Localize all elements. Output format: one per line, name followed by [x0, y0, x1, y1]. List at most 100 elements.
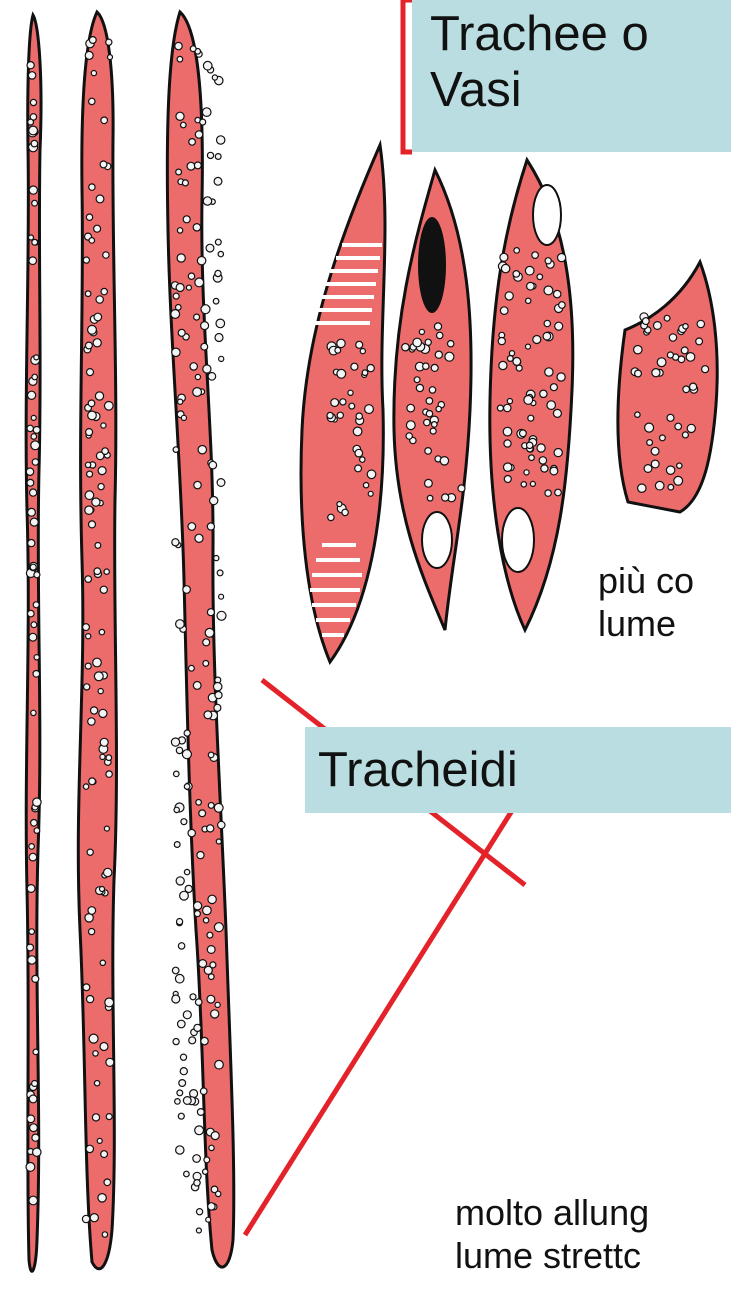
- wall-pit: [30, 518, 38, 526]
- wall-pit: [28, 540, 35, 547]
- wall-pit: [83, 257, 89, 263]
- wall-pit: [335, 347, 341, 353]
- wall-pit: [207, 152, 213, 158]
- wall-pit: [175, 1099, 181, 1105]
- wall-pit: [98, 1194, 106, 1202]
- wall-pit: [340, 399, 346, 405]
- wall-pit: [28, 610, 35, 617]
- wall-pit: [93, 1051, 98, 1056]
- wall-pit: [194, 162, 201, 169]
- wall-pit: [200, 119, 206, 125]
- wall-pit: [87, 369, 94, 376]
- wall-pit: [83, 624, 90, 631]
- wall-pit: [31, 441, 40, 450]
- label-trachee-vasi-text: Trachee o Vasi: [430, 6, 649, 118]
- wall-pit: [215, 1002, 220, 1007]
- wall-pit: [104, 1179, 111, 1186]
- wall-pit: [190, 363, 197, 370]
- wall-pit: [194, 481, 201, 488]
- wall-pit: [183, 1097, 191, 1105]
- wall-pit: [188, 523, 196, 531]
- wall-pit: [88, 718, 95, 725]
- wall-pit: [356, 413, 362, 419]
- wall-pit: [337, 339, 345, 347]
- wall-pit: [183, 1011, 191, 1019]
- wall-pit: [27, 479, 34, 486]
- wall-pit: [353, 427, 362, 436]
- wall-pit: [696, 338, 703, 345]
- wall-pit: [503, 427, 512, 436]
- wall-pit: [554, 449, 562, 457]
- wall-pit: [356, 341, 363, 348]
- wall-pit: [201, 343, 208, 350]
- wall-pit: [172, 539, 179, 546]
- wall-pit: [690, 383, 697, 390]
- wall-pit: [527, 282, 535, 290]
- wall-pit: [34, 655, 39, 660]
- wall-pit: [29, 186, 37, 194]
- wall-pit: [182, 180, 188, 186]
- wall-pit: [32, 200, 38, 206]
- wall-pit: [98, 689, 103, 694]
- perforation-plate: [502, 508, 534, 572]
- wall-pit: [445, 352, 454, 361]
- wall-pit: [194, 1024, 201, 1031]
- wall-pit: [33, 671, 40, 678]
- wall-pit: [545, 258, 551, 264]
- wall-pit: [654, 322, 662, 330]
- wall-pit: [27, 885, 35, 893]
- wall-pit: [553, 409, 561, 417]
- wall-pit: [176, 1146, 184, 1154]
- wall-pit: [86, 1145, 93, 1152]
- wall-pit: [686, 353, 695, 362]
- wall-pit: [440, 457, 448, 465]
- wall-pit: [195, 374, 200, 379]
- wall-pit: [666, 466, 674, 474]
- wall-pit: [214, 683, 222, 691]
- wall-pit: [368, 491, 373, 496]
- wall-pit: [34, 828, 40, 834]
- wall-pit: [499, 361, 507, 369]
- wall-pit: [195, 534, 203, 542]
- wall-pit: [652, 369, 660, 377]
- wall-pit: [201, 305, 210, 314]
- tracheidi-description-line-1: molto allung: [455, 1192, 649, 1234]
- wall-pit: [33, 1049, 39, 1055]
- wall-pit: [208, 1203, 215, 1210]
- wall-pit: [183, 586, 191, 594]
- wall-pit: [435, 351, 442, 358]
- wall-pit: [85, 291, 91, 297]
- perforation-plate: [422, 512, 452, 568]
- wall-pit: [432, 422, 438, 428]
- wall-pit: [29, 1095, 37, 1103]
- wall-pit: [524, 470, 529, 475]
- wall-pit: [342, 509, 348, 515]
- wall-pit: [194, 1180, 200, 1186]
- wall-pit: [554, 290, 561, 297]
- wall-pit: [216, 1191, 221, 1196]
- vasi-bracket: [403, 0, 412, 152]
- wall-pit: [215, 154, 221, 160]
- wall-pit: [180, 1054, 186, 1060]
- wall-pit: [200, 1088, 207, 1095]
- wall-pit: [171, 310, 180, 319]
- wall-pit: [100, 754, 105, 759]
- wall-pit: [203, 906, 212, 915]
- wall-pit: [94, 672, 103, 681]
- wall-pit: [172, 348, 180, 356]
- wall-pit: [555, 489, 562, 496]
- wall-pit: [217, 570, 223, 576]
- wall-pit: [702, 366, 709, 373]
- wall-pit: [203, 365, 211, 373]
- wall-pit: [360, 349, 365, 354]
- wall-pit: [84, 684, 90, 690]
- wall-pit: [203, 1169, 208, 1174]
- wall-pit: [86, 429, 93, 436]
- wall-pit: [101, 288, 107, 294]
- wall-pit: [211, 1132, 219, 1140]
- wall-pit: [32, 239, 38, 245]
- tracheidi-description-line-2: lume strettc: [455, 1235, 641, 1277]
- wall-pit: [100, 586, 107, 593]
- wall-pit: [101, 1151, 108, 1158]
